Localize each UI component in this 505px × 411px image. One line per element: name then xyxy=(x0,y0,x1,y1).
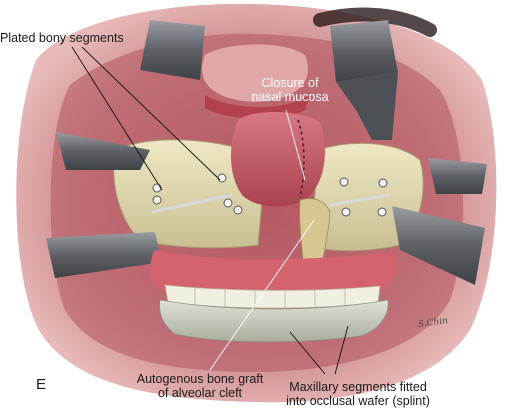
fixation-plate-left xyxy=(151,173,243,215)
retractor-top-left xyxy=(140,20,205,80)
label-graft-line-1: Autogenous bone graft xyxy=(136,372,264,386)
label-maxillary-line-2: into occlusal wafer (splint) xyxy=(286,394,430,408)
leader-maxillary-1 xyxy=(289,331,326,375)
label-autogenous-bone-graft: Autogenous bone graft of alveolar cleft xyxy=(120,372,280,400)
retractor-left-lower xyxy=(46,232,162,278)
panel-letter: E xyxy=(36,376,47,393)
label-plated-bony-segments: Plated bony segments xyxy=(0,31,124,45)
leader-graft xyxy=(209,219,315,371)
label-graft-line-2: of alveolar cleft xyxy=(157,386,243,400)
gingiva xyxy=(150,250,397,295)
retractor-right-lower xyxy=(392,206,485,285)
leader-maxillary-2 xyxy=(334,325,349,375)
leader-plated-1 xyxy=(71,46,163,191)
fixation-plate-right xyxy=(329,177,391,217)
label-closure-line-1: Closure of xyxy=(261,76,319,90)
label-maxillary-segments: Maxillary segments fitted into occlusal … xyxy=(268,380,448,408)
label-closure-line-2: nasal mucosa xyxy=(251,90,329,104)
retractor-left-upper xyxy=(56,132,150,170)
label-maxillary-line-1: Maxillary segments fitted xyxy=(289,380,427,394)
leader-closure xyxy=(285,109,306,181)
occlusal-splint xyxy=(159,299,389,343)
label-closure-nasal-mucosa: Closure of nasal mucosa xyxy=(240,76,340,104)
leader-plated-2 xyxy=(81,46,221,181)
leader-lines xyxy=(71,46,349,375)
nasal-mucosa xyxy=(230,111,325,207)
retractor-right-upper xyxy=(428,158,487,194)
retractor-top-right xyxy=(330,20,398,140)
